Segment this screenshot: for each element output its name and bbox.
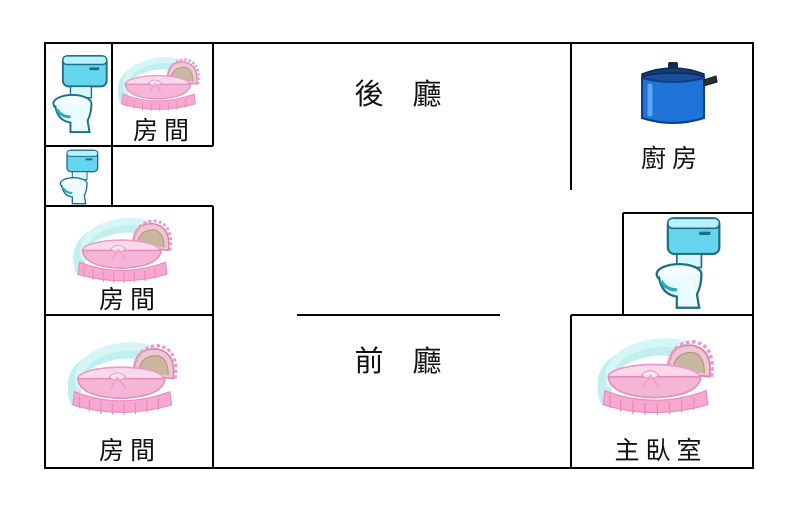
cradle-icon (603, 342, 712, 415)
room-label-bedroom-top: 房間 (133, 116, 195, 145)
cradle-icon (73, 346, 176, 415)
room-label-bedroom-mid: 房間 (99, 285, 161, 314)
pot-icon (642, 62, 717, 123)
room-label-front-hall: 前 廳 (354, 344, 441, 378)
cradle-icon (122, 60, 199, 112)
room-label-master-bedroom: 主臥室 (614, 436, 707, 465)
toilet-icon (51, 54, 109, 134)
outer-wall (44, 42, 754, 469)
toilet-icon (654, 216, 722, 310)
room-label-bedroom-bottom: 房間 (99, 436, 161, 465)
room-label-back-hall: 後 廳 (354, 77, 441, 111)
room-label-kitchen: 廚房 (641, 144, 703, 173)
walls (44, 42, 754, 469)
toilet-icon (58, 149, 100, 205)
cradle-icon (78, 221, 171, 283)
